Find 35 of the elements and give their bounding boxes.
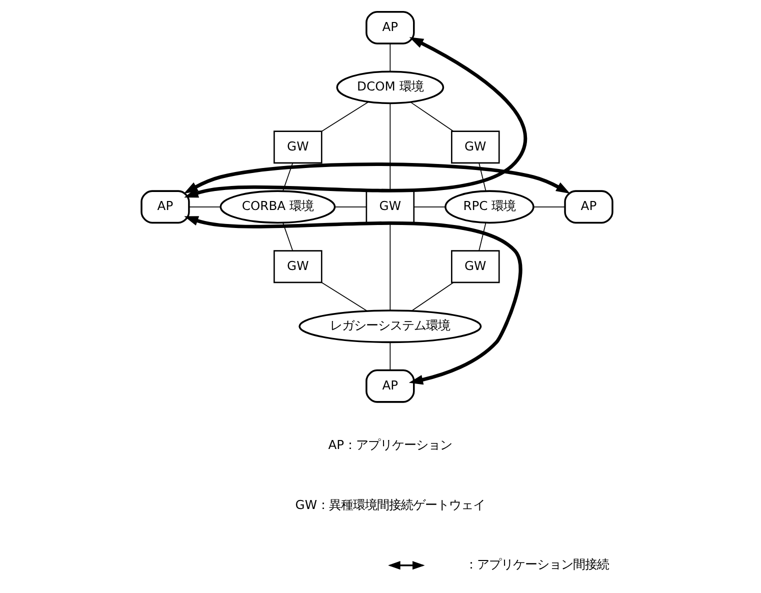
node-box: AP — [140, 190, 190, 224]
legend-label: ：アプリケーション間接続 — [464, 558, 609, 572]
connector — [390, 342, 391, 370]
connector — [390, 43, 391, 72]
label: AP：アプリケーション — [328, 438, 452, 452]
connector — [411, 282, 454, 312]
node-box: GW — [451, 130, 500, 164]
node-box: AP — [366, 10, 415, 44]
arrow — [184, 37, 527, 198]
connector — [282, 162, 294, 192]
node-box: GW — [274, 250, 322, 284]
connector — [334, 206, 367, 208]
node-ellipse: RPC 環境 — [444, 190, 534, 224]
connector — [478, 162, 486, 192]
connector — [188, 206, 221, 208]
connector — [321, 282, 368, 312]
node-ellipse: DCOM 環境 — [336, 70, 444, 104]
arrow — [184, 162, 570, 194]
label: GW：異種環境間接続ゲートウェイ — [295, 498, 486, 512]
connector — [533, 206, 566, 208]
connector — [390, 102, 391, 192]
node-box: GW — [451, 250, 500, 284]
arrow — [184, 216, 522, 385]
node-ellipse: CORBA 環境 — [220, 190, 336, 224]
connector — [390, 222, 391, 311]
node-box: GW — [274, 130, 322, 164]
node-ellipse: レガシーシステム環境 — [298, 310, 482, 344]
connector — [282, 222, 294, 252]
node-box: AP — [366, 369, 415, 403]
connector — [414, 206, 446, 208]
node-box: AP — [564, 190, 614, 224]
connector — [321, 101, 369, 132]
connector — [478, 222, 486, 252]
node-box: GW — [366, 190, 415, 224]
connector — [410, 102, 454, 132]
